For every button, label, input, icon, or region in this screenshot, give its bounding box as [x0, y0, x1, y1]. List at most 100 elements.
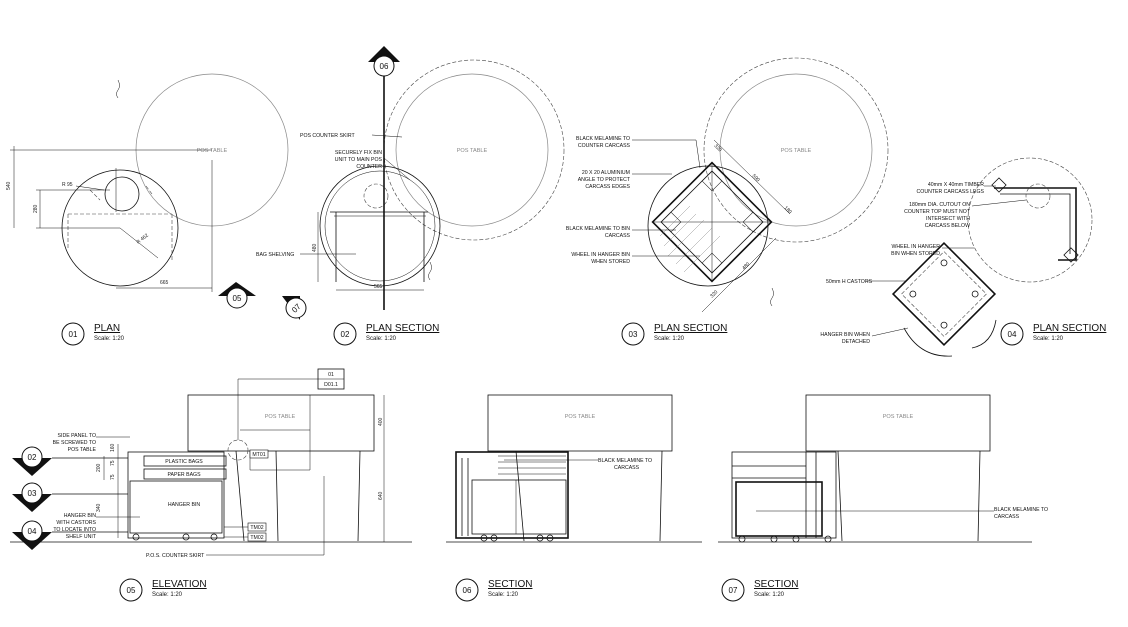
- dim-480-b: 480: [741, 261, 751, 271]
- svg-text:BLACK MELAMINE TO: BLACK MELAMINE TO: [576, 136, 630, 142]
- svg-text:160: 160: [110, 443, 116, 452]
- svg-text:03: 03: [28, 489, 37, 498]
- view-06-scale: Scale: 1:20: [488, 592, 519, 598]
- marker-04-left: 04: [12, 520, 128, 550]
- svg-text:SHELF UNIT: SHELF UNIT: [66, 534, 97, 540]
- view-02-plan-section: POS TABLE 06 07 POS COUNTER SKIRT SECURE…: [256, 46, 565, 346]
- svg-text:BLACK MELAMINE TO BIN: BLACK MELAMINE TO BIN: [566, 226, 630, 232]
- dim-180: 180: [783, 205, 793, 215]
- marker-03-left: 03: [12, 482, 128, 512]
- view-07-number: 07: [729, 586, 738, 595]
- svg-text:WHEN STORED: WHEN STORED: [591, 259, 630, 265]
- view-06-number: 06: [463, 586, 472, 595]
- svg-text:WITH CASTORS: WITH CASTORS: [56, 520, 96, 526]
- svg-text:CARCASS BELOW: CARCASS BELOW: [925, 223, 970, 229]
- dim-665: 665: [160, 280, 169, 286]
- svg-text:COUNTER CARCASS: COUNTER CARCASS: [578, 143, 631, 149]
- dim-280: 280: [33, 204, 39, 213]
- svg-text:INTERSECT WITH: INTERSECT WITH: [926, 216, 970, 222]
- svg-text:340: 340: [96, 503, 102, 512]
- pos-table-label: POS TABLE: [883, 414, 914, 420]
- pos-table-label: POS TABLE: [457, 148, 488, 154]
- dim-400: 400: [378, 417, 384, 426]
- svg-text:CARCASS EDGES: CARCASS EDGES: [585, 184, 630, 190]
- svg-text:WHEEL IN HANGER BIN: WHEEL IN HANGER BIN: [571, 252, 630, 258]
- svg-text:WHEEL IN HANGER: WHEEL IN HANGER: [891, 244, 940, 250]
- dim-640: 640: [378, 491, 384, 500]
- label-paper-bags: PAPER BAGS: [167, 472, 201, 478]
- label-counter-skirt: POS COUNTER SKIRT: [300, 133, 355, 139]
- pos-table-circle: [395, 73, 549, 227]
- view-05-title: ELEVATION: [152, 579, 207, 590]
- view-01-plan: POS TABLE R 462 R 95 540 280 665 05 01 P…: [6, 73, 289, 346]
- svg-text:180mm DIA. CUTOUT ON: 180mm DIA. CUTOUT ON: [909, 202, 970, 208]
- label-pos-counter-skirt: P.O.S. COUNTER SKIRT: [146, 553, 205, 559]
- svg-text:COUNTER CARCASS LEGS: COUNTER CARCASS LEGS: [917, 189, 985, 195]
- svg-text:COUNTER: COUNTER: [356, 164, 382, 170]
- pos-table-label: POS TABLE: [197, 148, 228, 154]
- cutout-circle: [104, 176, 140, 212]
- view-01-number: 01: [69, 330, 78, 339]
- marker-02-left: 02: [12, 446, 128, 476]
- svg-text:200: 200: [96, 463, 102, 472]
- svg-text:HANGER BIN: HANGER BIN: [64, 513, 97, 519]
- label-hanger-bin: HANGER BIN: [168, 502, 201, 508]
- dim-565: 565: [374, 284, 383, 290]
- svg-text:SECURELY FIX BIN: SECURELY FIX BIN: [335, 150, 382, 156]
- label-plastic-bags: PLASTIC BAGS: [165, 459, 203, 465]
- view-04-number: 04: [1008, 330, 1017, 339]
- view-05-elevation: POS TABLE PLASTIC BAGS PAPER BAGS HANGER…: [10, 368, 412, 602]
- pos-table-label: POS TABLE: [265, 414, 296, 420]
- tag-tm02-b: TM02: [250, 535, 263, 541]
- detail-ref-sheet: D01.1: [324, 382, 338, 388]
- dim-r95: R 95: [62, 182, 73, 188]
- view-07-section: POS TABLE BLACK MELAMINE TO CARCASS 07 S…: [718, 394, 1048, 602]
- view-03-title: PLAN SECTION: [654, 323, 727, 334]
- pos-table-label: POS TABLE: [781, 148, 812, 154]
- svg-text:ANGLE TO PROTECT: ANGLE TO PROTECT: [578, 177, 631, 183]
- svg-text:UNIT TO MAIN POS: UNIT TO MAIN POS: [335, 157, 383, 163]
- svg-text:TO LOCATE INTO: TO LOCATE INTO: [53, 527, 96, 533]
- pos-table-top: [187, 394, 375, 452]
- view-02-title: PLAN SECTION: [366, 323, 439, 334]
- view-06-title: SECTION: [488, 579, 532, 590]
- svg-text:02: 02: [28, 453, 37, 462]
- view-04-title: PLAN SECTION: [1033, 323, 1106, 334]
- view-02-number: 02: [341, 330, 350, 339]
- view-01-title: PLAN: [94, 323, 120, 334]
- view-06-section: POS TABLE BLACK MELAMINE TO CARCASS 06 S…: [446, 394, 702, 602]
- label-bag-shelving: BAG SHELVING: [256, 252, 294, 258]
- view-07-scale: Scale: 1:20: [754, 592, 785, 598]
- dim-320-a: 320: [713, 143, 723, 153]
- svg-text:CARCASS: CARCASS: [994, 514, 1020, 520]
- dim-r462: R 462: [136, 232, 150, 245]
- svg-text:75: 75: [110, 460, 116, 466]
- view-03-plan-section: POS TABLE 320 590 180 320 480 BLACK MELA…: [566, 57, 889, 346]
- bin-unit-circle: [647, 165, 769, 287]
- svg-text:CARCASS: CARCASS: [614, 465, 640, 471]
- svg-text:POS TABLE: POS TABLE: [68, 447, 97, 453]
- dim-590: 590: [751, 173, 761, 183]
- svg-text:SIDE PANEL TO: SIDE PANEL TO: [58, 433, 96, 439]
- view-07-title: SECTION: [754, 579, 798, 590]
- svg-text:COUNTER TOP MUST NOT: COUNTER TOP MUST NOT: [904, 209, 971, 215]
- tag-mt01: MT01: [252, 452, 265, 458]
- svg-text:DETACHED: DETACHED: [842, 339, 870, 345]
- svg-text:20 X 20 ALUMINIUM: 20 X 20 ALUMINIUM: [582, 170, 630, 176]
- label-castors: 50mm H CASTORS: [826, 279, 873, 285]
- view-04-scale: Scale: 1:20: [1033, 336, 1064, 342]
- dim-540: 540: [6, 181, 12, 190]
- pos-table-label: POS TABLE: [565, 414, 596, 420]
- dim-320-b: 320: [709, 289, 719, 299]
- view-02-scale: Scale: 1:20: [366, 336, 397, 342]
- svg-text:BE SCREWED TO: BE SCREWED TO: [53, 440, 96, 446]
- dim-480: 480: [312, 243, 318, 252]
- bin-unit-circle: [319, 165, 441, 287]
- view-03-scale: Scale: 1:20: [654, 336, 685, 342]
- pos-table-circle: [719, 73, 873, 227]
- view-03-number: 03: [629, 330, 638, 339]
- view-01-scale: Scale: 1:20: [94, 336, 125, 342]
- tag-tm02-a: TM02: [250, 525, 263, 531]
- view-05-scale: Scale: 1:20: [152, 592, 183, 598]
